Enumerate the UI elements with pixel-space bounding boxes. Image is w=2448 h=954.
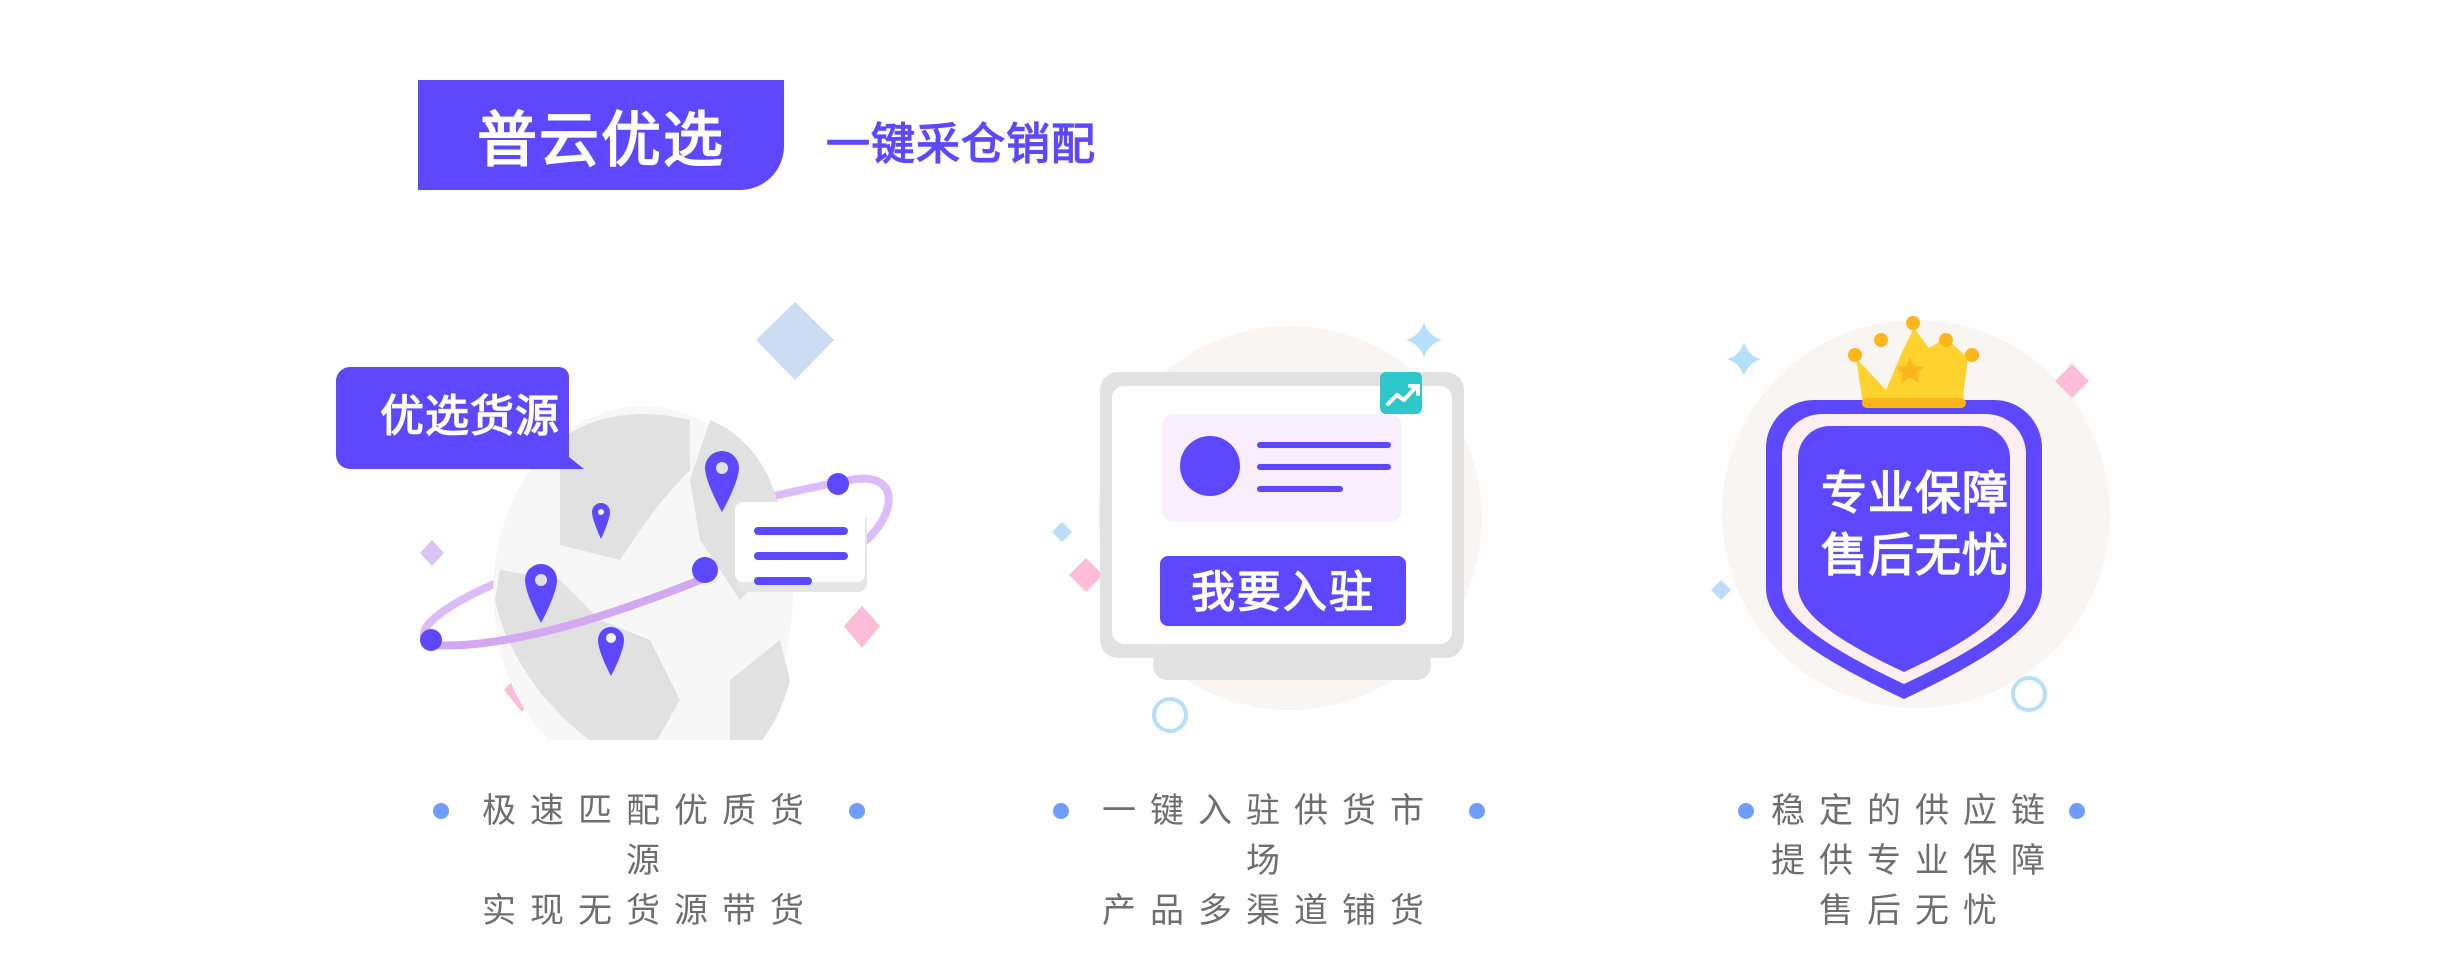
caption-line: 极速匹配优质货源 (482, 791, 818, 881)
feature-2-illustration: 我要入驻 (1030, 300, 1530, 740)
map-pin-icon (525, 451, 739, 676)
feature-1-caption: 极速匹配优质货源 实现无货源带货 (460, 786, 840, 936)
caption-line: 实现无货源带货 (482, 891, 818, 931)
bullet-dot (1053, 803, 1069, 819)
caption-line: 稳定的供应链 (1771, 791, 2059, 831)
feature-1-bubble-label: 优选货源 (380, 391, 560, 442)
shield-label-line-2: 售后无忧 (1821, 528, 2009, 582)
caption-line: 产品多渠道铺货 (1102, 891, 1438, 931)
bullet-dot (1469, 803, 1485, 819)
diamond-icon (1711, 580, 1731, 600)
join-button: 我要入驻 (1191, 567, 1375, 618)
brand-title-box: 普云优选 (418, 80, 784, 190)
crown-icon (1848, 316, 1979, 408)
join-button-shape (1160, 556, 1406, 626)
feature-1-illustration: 优选货源 (330, 290, 930, 782)
caption-line: 一键入驻供货市场 (1102, 791, 1438, 881)
shield-label: 专业保障 售后无忧 (1800, 462, 2030, 586)
diamond-icon (420, 540, 444, 566)
trend-up-icon (1380, 372, 1422, 414)
tagline: 一键采仓销配 (826, 119, 1096, 170)
sparkle-icon (1406, 322, 1442, 358)
bullet-dot (849, 803, 865, 819)
diamond-icon (844, 606, 880, 648)
caption-line: 售后无忧 (1819, 891, 2011, 931)
diamond-icon (1052, 522, 1072, 542)
sparkle-icon (1727, 342, 1761, 376)
brand-title: 普云优选 (477, 105, 725, 176)
diamond-icon (756, 302, 834, 380)
bullet-dot (433, 803, 449, 819)
diamond-icon (1069, 558, 1103, 592)
bullet-dot (2069, 803, 2085, 819)
feature-2-caption: 一键入驻供货市场 产品多渠道铺货 (1080, 786, 1460, 936)
shield-label-line-1: 专业保障 (1821, 466, 2009, 520)
feature-3-caption: 稳定的供应链 提供专业保障 售后无忧 (1770, 786, 2060, 936)
caption-line: 提供专业保障 (1771, 841, 2059, 881)
bullet-dot (1738, 803, 1754, 819)
feature-3-illustration: 专业保障 售后无忧 (1700, 300, 2150, 740)
diamond-icon (2055, 364, 2089, 398)
